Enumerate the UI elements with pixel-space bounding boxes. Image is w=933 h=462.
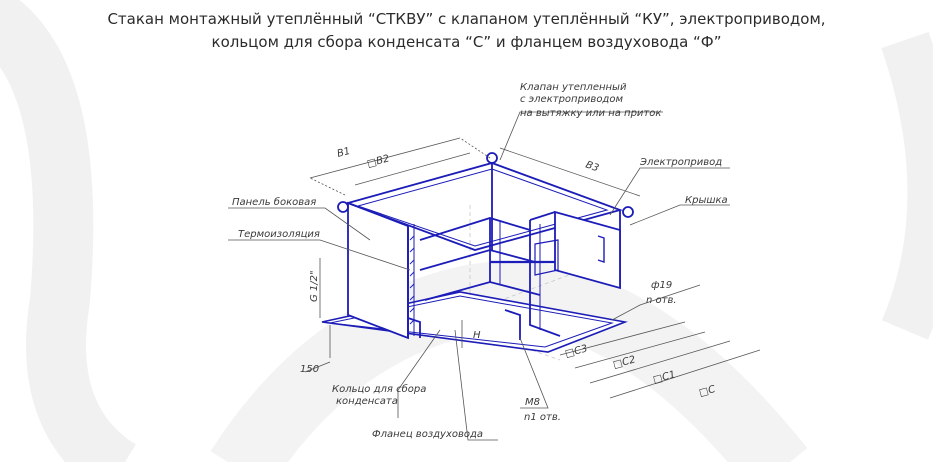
dim-h: H — [473, 330, 481, 341]
mounting-box — [337, 152, 634, 340]
dim-n-holes: n отв. — [646, 295, 677, 306]
valve-label-line-1: Клапан утепленный — [520, 82, 627, 93]
page-title: Стакан монтажный утеплённый “СТКВУ” с кл… — [0, 8, 933, 54]
dim-150: 150 — [300, 364, 319, 375]
leader-lines — [228, 111, 730, 441]
valve-label-line-3: на вытяжку или на приток — [520, 108, 661, 119]
valve-label-line-2: с электроприводом — [520, 94, 623, 105]
dimension-lines — [309, 137, 761, 399]
title-line-2: кольцом для сбора конденсата “С” и фланц… — [211, 33, 722, 51]
dim-hole-diameter: ф19 — [651, 280, 672, 291]
side-panel-label: Панель боковая — [232, 196, 316, 208]
dim-c3: □C3 — [564, 343, 589, 360]
dim-b1: B1 — [336, 146, 352, 160]
dim-b3: B3 — [584, 159, 600, 174]
dim-c: □C — [698, 384, 717, 399]
callout-labels: Клапан утепленный с электроприводом на в… — [232, 82, 728, 440]
insulation-label: Термоизоляция — [238, 229, 320, 240]
dim-thread: G 1/2" — [309, 270, 320, 302]
actuator-label: Электропривод — [639, 157, 722, 168]
m8-label: М8 — [525, 397, 540, 408]
dim-b2: □B2 — [366, 153, 391, 169]
n1-holes-label: n1 отв. — [524, 412, 561, 423]
insulation-hatch — [409, 235, 415, 325]
ring-label-line-2: конденсата — [336, 396, 398, 407]
title-line-1: Стакан монтажный утеплённый “СТКВУ” с кл… — [107, 10, 826, 28]
duct-flange-label: Фланец воздуховода — [372, 429, 483, 440]
dim-c1: □C1 — [652, 369, 677, 386]
cover-label: Крышка — [685, 195, 728, 206]
ring-label-line-1: Кольцо для сбора — [332, 383, 426, 395]
